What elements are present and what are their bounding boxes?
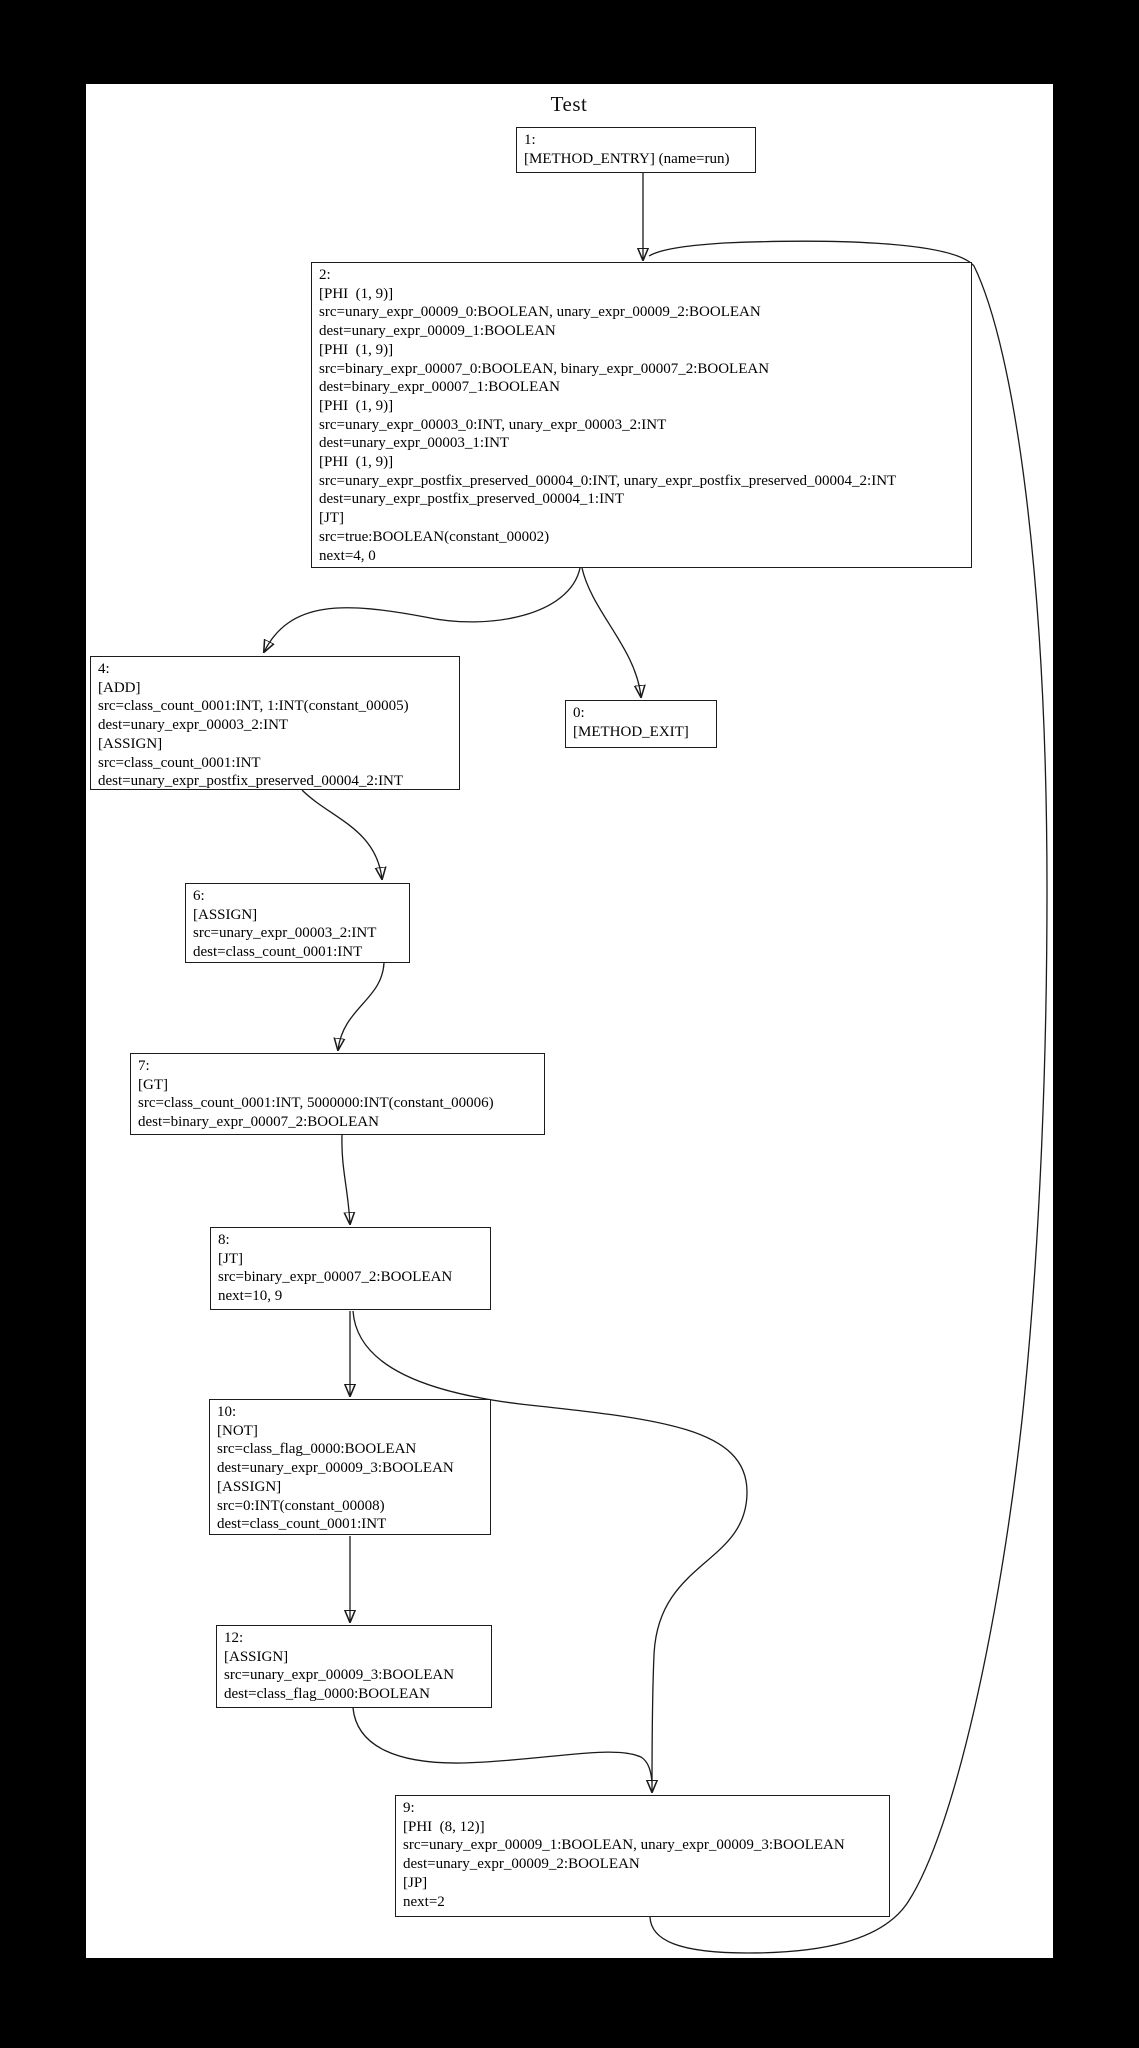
node-line: 9: [403,1800,415,1816]
node-line: src=class_count_0001:INT, 1:INT(constant… [98,698,409,715]
node-line: [PHI (1, 9)] [319,341,394,358]
edge-7-to-8 [341,1134,350,1224]
node-line: src=binary_expr_00007_0:BOOLEAN, binary_… [319,360,770,377]
node-12-assign: 12: [ASSIGN] src=unary_expr_00009_3:BOOL… [216,1625,492,1708]
node-0-method-exit: 0: [METHOD_EXIT] [565,700,717,748]
node-line: 7: [138,1058,150,1074]
node-line: 4: [98,661,110,677]
node-line: [ADD] [98,679,141,696]
node-line: dest=class_count_0001:INT [217,1516,387,1533]
node-line: [ASSIGN] [193,906,258,923]
node-line: dest=unary_expr_00003_1:INT [319,435,510,452]
graph-title: Test [550,92,588,116]
node-4-add-assign: 4: [ADD] src=class_count_0001:INT, 1:INT… [90,656,460,790]
node-10-not-assign: 10: [NOT] src=class_flag_0000:BOOLEAN de… [209,1399,491,1535]
node-line: [PHI (8, 12)] [403,1818,485,1835]
node-line: dest=unary_expr_00003_2:INT [98,717,289,734]
edge-2-to-0 [581,567,641,697]
node-line: 12: [224,1630,244,1646]
node-line: 2: [319,267,331,283]
node-line: next=4, 0 [319,547,376,564]
node-7-gt: 7: [GT] src=class_count_0001:INT, 500000… [130,1053,545,1135]
node-line: dest=unary_expr_00009_2:BOOLEAN [403,1856,640,1873]
node-line: dest=binary_expr_00007_1:BOOLEAN [319,379,560,396]
node-line: dest=unary_expr_postfix_preserved_00004_… [319,491,625,508]
node-line: [ASSIGN] [217,1478,282,1495]
node-line: src=class_count_0001:INT [98,754,261,771]
node-line: src=0:INT(constant_00008) [217,1497,385,1514]
edge-9-to-2-back [648,240,1048,1954]
node-1-method-entry: 1: [METHOD_ENTRY] (name=run) [516,127,756,173]
node-line: dest=binary_expr_00007_2:BOOLEAN [138,1114,379,1131]
node-line: [GT] [138,1076,168,1093]
node-line: src=class_count_0001:INT, 5000000:INT(co… [138,1095,494,1112]
node-line: 10: [217,1404,237,1420]
node-line: dest=unary_expr_00009_1:BOOLEAN [319,323,556,340]
node-line: src=unary_expr_00009_3:BOOLEAN [224,1667,455,1684]
node-line: src=unary_expr_00003_2:INT [193,925,377,942]
edge-2-to-4 [264,567,581,652]
node-line: [JT] [319,510,344,527]
node-line: 1: [524,132,536,148]
node-line: src=true:BOOLEAN(constant_00002) [319,528,550,545]
node-line: src=class_flag_0000:BOOLEAN [217,1441,417,1458]
node-line: dest=class_count_0001:INT [193,944,363,961]
node-line: [PHI (1, 9)] [319,454,394,471]
node-line: dest=unary_expr_00009_3:BOOLEAN [217,1460,454,1477]
node-line: next=10, 9 [218,1288,283,1305]
node-line: src=unary_expr_00009_1:BOOLEAN, unary_ex… [403,1837,845,1854]
node-line: [ASSIGN] [224,1648,289,1665]
node-line: 8: [218,1232,230,1248]
node-line: [JT] [218,1250,243,1267]
node-line: dest=unary_expr_postfix_preserved_00004_… [98,773,404,790]
node-line: [PHI (1, 9)] [319,397,394,414]
node-line: 6: [193,888,205,904]
node-line: [PHI (1, 9)] [319,285,394,302]
node-2-phi-block: 2: [PHI (1, 9)] src=unary_expr_00009_0:B… [311,262,972,568]
node-line: src=unary_expr_postfix_preserved_00004_0… [319,472,897,489]
node-line: [JP] [403,1874,428,1891]
node-line: [METHOD_EXIT] [573,723,689,740]
node-line: 0: [573,705,585,721]
edge-4-to-6 [301,789,382,879]
node-line: [NOT] [217,1422,258,1439]
node-9-phi-jp: 9: [PHI (8, 12)] src=unary_expr_00009_1:… [395,1795,890,1917]
node-line: [ASSIGN] [98,735,163,752]
edge-8-to-9 [352,1310,748,1792]
edge-6-to-7 [338,962,385,1050]
edge-12-to-9 [352,1707,653,1783]
node-line: [METHOD_ENTRY] (name=run) [524,150,730,167]
node-line: dest=class_flag_0000:BOOLEAN [224,1686,430,1703]
node-line: src=binary_expr_00007_2:BOOLEAN [218,1269,453,1286]
node-line: src=unary_expr_00003_0:INT, unary_expr_0… [319,416,667,433]
node-line: next=2 [403,1893,445,1910]
node-line: src=unary_expr_00009_0:BOOLEAN, unary_ex… [319,304,761,321]
node-6-assign: 6: [ASSIGN] src=unary_expr_00003_2:INT d… [185,883,410,963]
node-8-jt: 8: [JT] src=binary_expr_00007_2:BOOLEAN … [210,1227,491,1310]
